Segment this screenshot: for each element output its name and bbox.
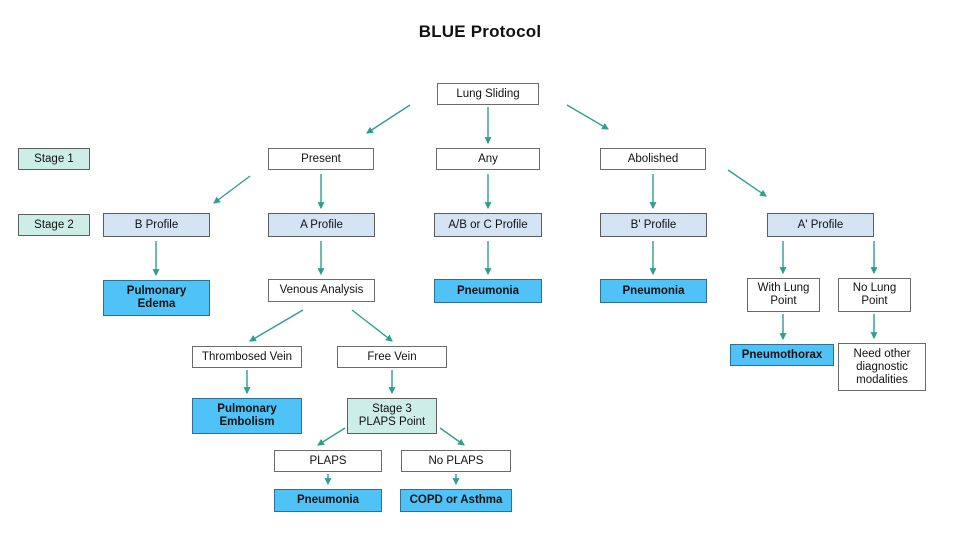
edge-lung_sliding-to-abolished (566, 104, 609, 130)
node-any: Any (436, 148, 540, 170)
node-lung_sliding: Lung Sliding (437, 83, 539, 105)
page-title: BLUE Protocol (418, 22, 542, 41)
edge-stage3_plaps-to-no_plaps (439, 427, 465, 446)
node-bprime_profile: B' Profile (600, 213, 707, 237)
edge-lung_sliding-to-present (366, 104, 411, 134)
node-copd_asthma: COPD or Asthma (400, 489, 512, 512)
node-stage2: Stage 2 (18, 214, 90, 236)
node-aprime_profile: A' Profile (767, 213, 874, 237)
edge-present-to-b_profile (213, 175, 251, 204)
node-stage1: Stage 1 (18, 148, 90, 170)
node-venous: Venous Analysis (268, 279, 375, 302)
node-free_vein: Free Vein (337, 346, 447, 368)
node-abolished: Abolished (600, 148, 706, 170)
node-plaps: PLAPS (274, 450, 382, 472)
edge-stage3_plaps-to-plaps (317, 427, 346, 446)
node-thrombosed: Thrombosed Vein (192, 346, 302, 368)
node-b_profile: B Profile (103, 213, 210, 237)
node-present: Present (268, 148, 374, 170)
node-pneu_abc: Pneumonia (434, 279, 542, 303)
node-abc_profile: A/B or C Profile (434, 213, 542, 237)
node-pneu_plaps: Pneumonia (274, 489, 382, 512)
node-a_profile: A Profile (268, 213, 375, 237)
node-pneumothorax: Pneumothorax (730, 344, 834, 366)
node-pneu_bprime: Pneumonia (600, 279, 707, 303)
edge-venous-to-thrombosed (249, 309, 304, 342)
node-no_plaps: No PLAPS (401, 450, 511, 472)
edge-venous-to-free_vein (351, 309, 393, 342)
edge-abolished-to-aprime_profile (727, 169, 767, 197)
